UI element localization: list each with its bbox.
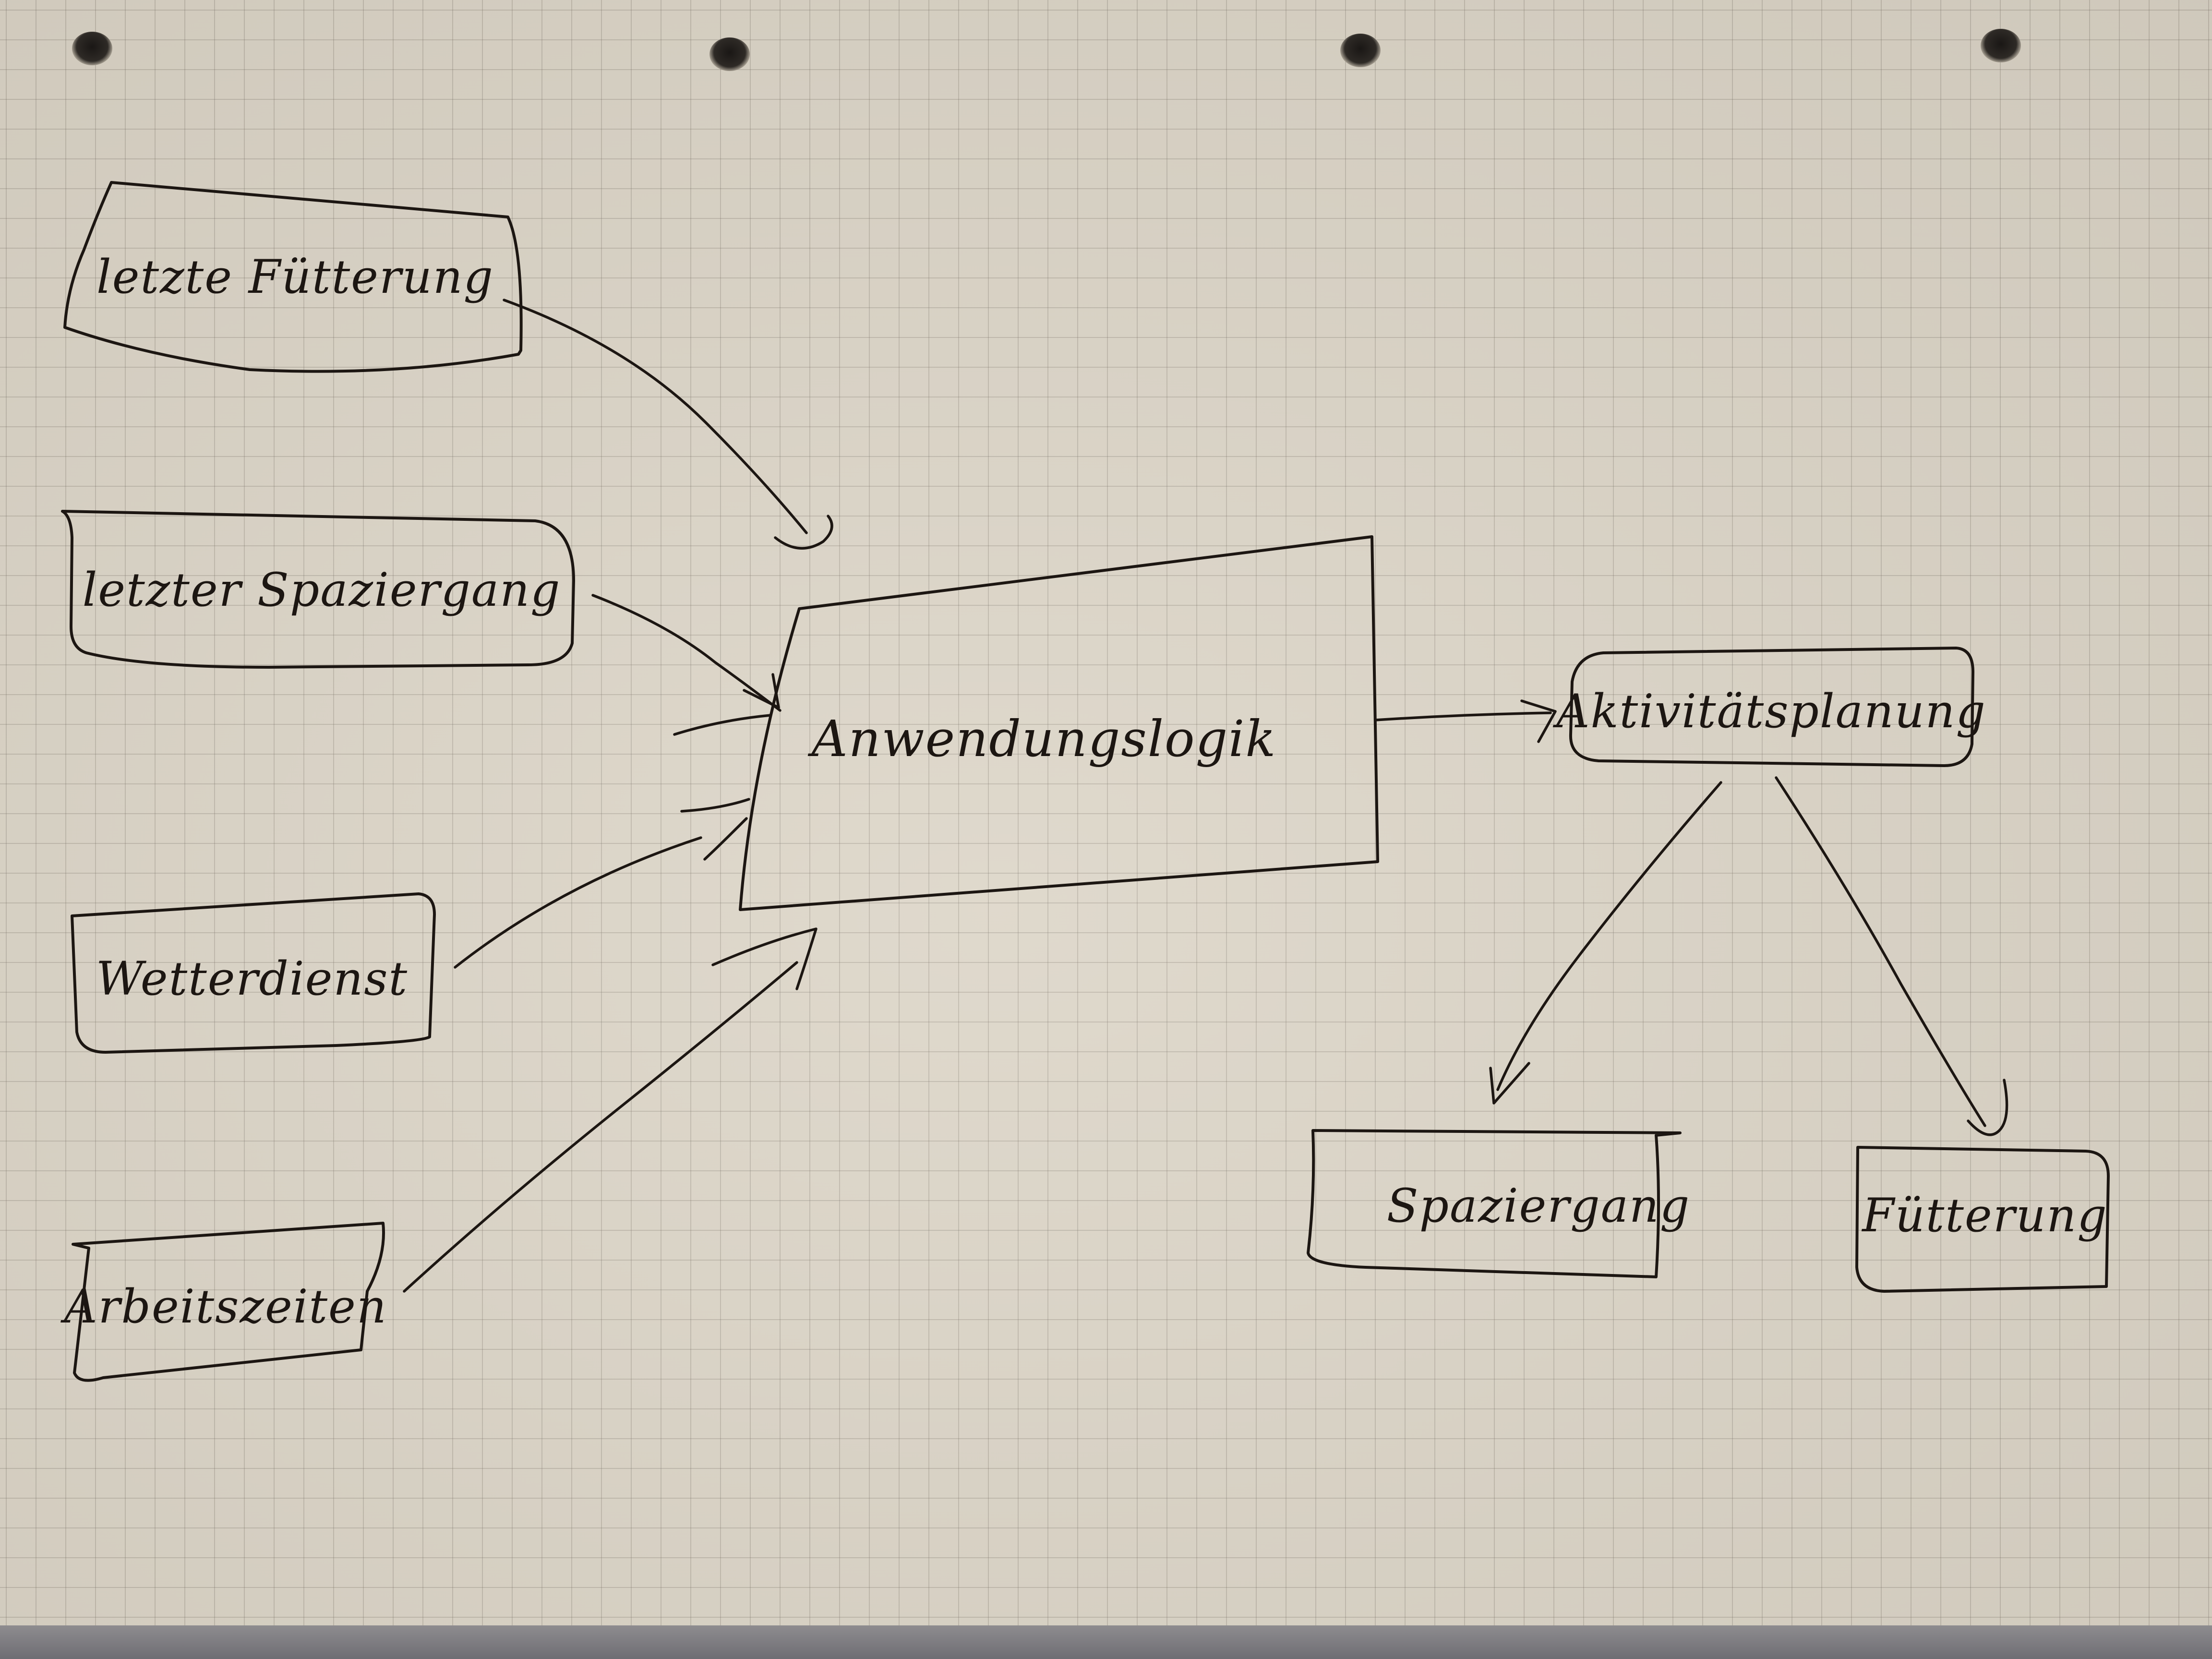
edge-aktivitaetsplanung-to-fuetterung: [1775, 776, 2008, 1136]
input-stub: [673, 714, 772, 736]
node-anwendungslogik: Anwendungslogik: [739, 535, 1379, 911]
node-aktivitaetsplanung-outline: [1569, 647, 1974, 767]
arrowhead: [774, 515, 833, 550]
edge-letzte-fuetterung-to-anwendungslogik: [503, 299, 833, 550]
node-letzter-spaziergang-label: letzter Spaziergang: [83, 563, 561, 617]
node-aktivitaetsplanung: Aktivitätsplanung: [1552, 647, 1986, 767]
node-arbeitszeiten-label: Arbeitszeiten: [60, 1280, 387, 1334]
edge-line: [454, 836, 702, 969]
edge-line: [403, 961, 798, 1293]
edge-line: [1775, 776, 1986, 1127]
arrowhead: [1520, 699, 1557, 743]
edge-arbeitszeiten-to-anwendungslogik: [403, 927, 817, 1293]
node-anwendungslogik-outline: [739, 535, 1379, 911]
edge-anwendungslogik-to-aktivitaetsplanung: [1374, 699, 1557, 743]
node-wetterdienst-label: Wetterdienst: [96, 952, 408, 1006]
node-letzter-spaziergang: letzter Spaziergang: [61, 510, 575, 669]
node-arbeitszeiten-outline: [72, 1222, 385, 1382]
node-aktivitaetsplanung-label: Aktivitätsplanung: [1552, 685, 1986, 738]
edge-line: [503, 299, 808, 534]
input-stubs: [673, 714, 772, 813]
edge-letzter-spaziergang-to-anwendungslogik: [591, 594, 781, 712]
node-letzte-fuetterung-label: letzte Fütterung: [96, 250, 494, 304]
node-arbeitszeiten: Arbeitszeiten: [60, 1222, 387, 1382]
table-surface: [0, 1625, 2212, 1659]
edge-line: [591, 594, 781, 712]
node-fuetterung-outline: [1855, 1146, 2110, 1293]
node-spaziergang-outline: [1307, 1129, 1682, 1278]
arrowhead: [703, 817, 748, 861]
arrowhead: [711, 927, 817, 990]
node-spaziergang: Spaziergang: [1307, 1129, 1690, 1278]
punch-hole: [72, 32, 112, 65]
node-letzter-spaziergang-outline: [61, 510, 575, 669]
arrowhead: [1489, 1062, 1530, 1105]
arrowhead: [743, 673, 780, 709]
node-anwendungslogik-label: Anwendungslogik: [808, 709, 1277, 768]
arrowhead: [1967, 1079, 2008, 1136]
node-spaziergang-label: Spaziergang: [1387, 1179, 1690, 1233]
node-letzte-fuetterung: letzte Fütterung: [63, 181, 523, 373]
punch-hole: [1981, 29, 2021, 62]
node-letzte-fuetterung-outline: [63, 181, 523, 373]
edge-line: [1496, 781, 1722, 1091]
edge-wetterdienst-to-anwendungslogik: [454, 817, 748, 969]
node-fuetterung-label: Fütterung: [1861, 1189, 2107, 1242]
node-fuetterung: Fütterung: [1855, 1146, 2110, 1293]
edge-line: [1374, 711, 1552, 721]
node-wetterdienst: Wetterdienst: [71, 892, 436, 1054]
punch-hole: [709, 37, 750, 71]
edge-aktivitaetsplanung-to-spaziergang: [1489, 781, 1722, 1105]
punch-hole: [1340, 34, 1381, 67]
input-stub: [680, 798, 750, 813]
node-wetterdienst-outline: [71, 892, 436, 1054]
